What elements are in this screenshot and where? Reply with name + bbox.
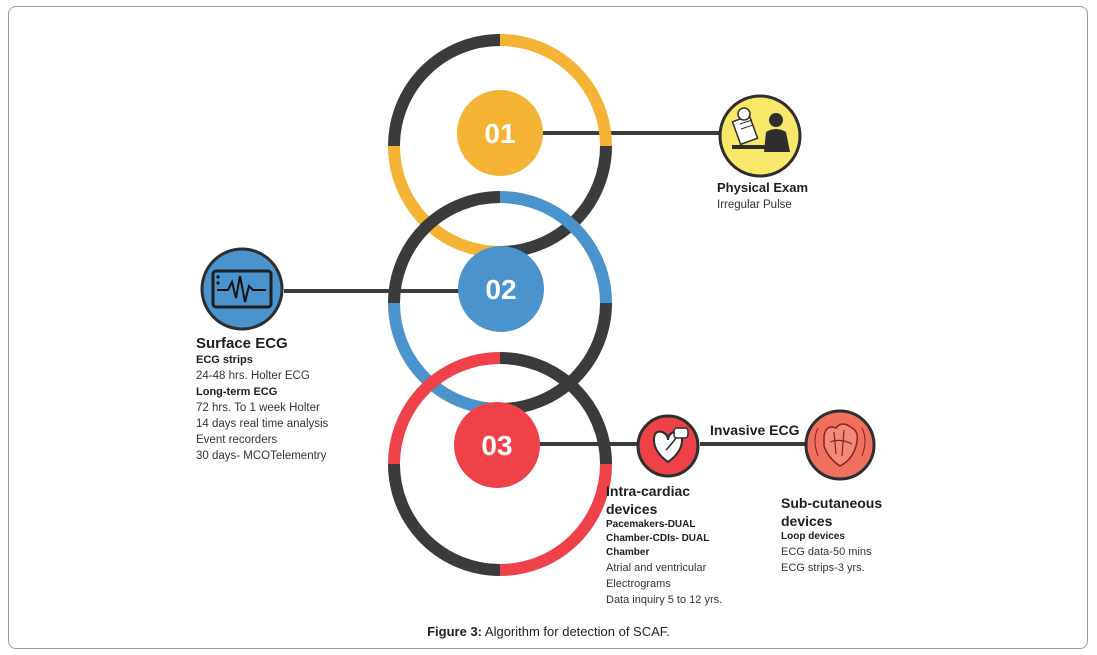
physical-exam-title: Physical Exam: [717, 180, 809, 195]
surface-ecg-line: Event recorders: [196, 434, 278, 446]
surface-ecg-line: 30 days- MCOTelementry: [196, 450, 327, 462]
subcutaneous-title: devices: [781, 513, 833, 529]
intracardiac-line: Data inquiry 5 to 12 yrs.: [606, 594, 723, 606]
invasive-ecg-label: Invasive ECG: [710, 422, 800, 438]
surface-ecg-title: Surface ECG: [196, 335, 288, 352]
pacemaker-heart-icon: [636, 414, 700, 478]
subcutaneous-block: Sub-cutaneous devices Loop devices ECG d…: [781, 494, 882, 576]
physical-exam-detail: Irregular Pulse: [717, 199, 792, 211]
scaf-diagram: 01 02 03: [200, 34, 876, 576]
intracardiac-block: Intra-cardiac devices Pacemakers-DUAL Ch…: [606, 483, 722, 608]
intracardiac-bold-line: Chamber-CDIs- DUAL: [606, 533, 710, 544]
surface-ecg-block: Surface ECG ECG strips 24-48 hrs. Holter…: [196, 335, 328, 464]
step-01-number: 01: [484, 118, 515, 149]
step-01-circle: [457, 90, 543, 176]
surface-ecg-line: 24-48 hrs. Holter ECG: [196, 370, 310, 382]
figure-frame: [8, 6, 1088, 649]
step-03-number: 03: [481, 430, 512, 461]
figure-caption-text: Algorithm for detection of SCAF.: [482, 624, 670, 639]
surface-ecg-line: 72 hrs. To 1 week Holter: [196, 402, 320, 414]
surface-ecg-subheading-longterm: Long-term ECG: [196, 386, 278, 398]
step-02-circle: [458, 246, 544, 332]
subcutaneous-bold-line: Loop devices: [781, 531, 845, 542]
intracardiac-bold-line: Chamber: [606, 547, 650, 558]
figure-caption: Figure 3: Algorithm for detection of SCA…: [0, 624, 1097, 639]
ecg-monitor-icon: [200, 247, 284, 331]
ring-03: [388, 352, 612, 576]
step-03-circle: [454, 402, 540, 488]
intracardiac-line: Atrial and ventricular: [606, 562, 707, 574]
step-02-number: 02: [485, 274, 516, 305]
subcutaneous-line: ECG strips-3 yrs.: [781, 562, 865, 574]
surface-ecg-subheading-strips: ECG strips: [196, 354, 253, 366]
intracardiac-title: devices: [606, 501, 658, 517]
subcutaneous-heart-icon: [804, 409, 876, 481]
subcutaneous-line: ECG data-50 mins: [781, 546, 872, 558]
subcutaneous-title: Sub-cutaneous: [781, 495, 883, 511]
surface-ecg-line: 14 days real time analysis: [196, 418, 329, 430]
doctor-patient-icon: [718, 94, 802, 178]
intracardiac-line: Electrograms: [606, 578, 671, 590]
intracardiac-title: Intra-cardiac: [606, 483, 691, 499]
intracardiac-bold-line: Pacemakers-DUAL: [606, 519, 696, 530]
figure-caption-label: Figure 3:: [427, 624, 483, 639]
